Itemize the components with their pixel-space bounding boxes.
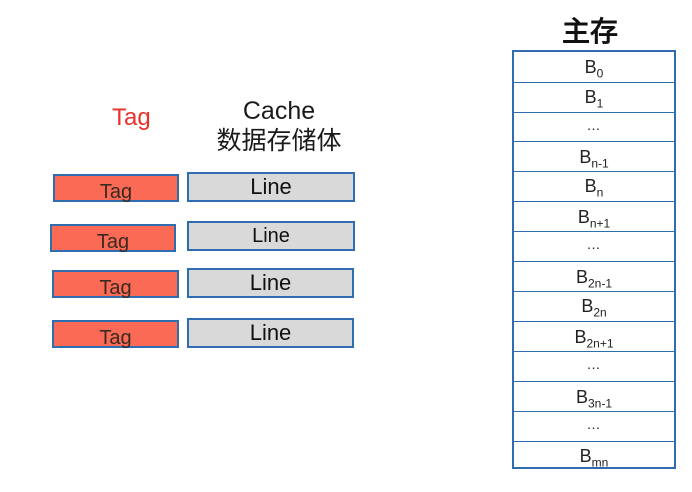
cache-title-line2: 数据存储体 — [216, 127, 342, 155]
main-memory-block-column: B0 B1 … Bn-1 Bn Bn+1 … B2n-1 B2n B2n+1 …… — [512, 50, 676, 470]
main-memory-title: 主存 — [561, 15, 618, 48]
line-box: Line — [187, 318, 354, 348]
tag-column-header: Tag — [112, 104, 151, 131]
memory-block: Bmn — [514, 441, 674, 470]
memory-block: B2n+1 — [514, 321, 674, 351]
memory-ellipsis: … — [514, 351, 674, 381]
tag-box: Tag — [52, 270, 179, 299]
tag-box: Tag — [50, 224, 176, 253]
memory-block: B0 — [584, 57, 604, 81]
memory-block: Bn — [514, 171, 674, 201]
tag-box: Tag — [53, 174, 179, 203]
memory-block: Bn+1 — [514, 201, 674, 231]
cache-title-line1: Cache — [242, 97, 316, 125]
cache-title: Cache 数据存储体 — [200, 96, 358, 156]
line-box: Line — [187, 268, 354, 298]
memory-ellipsis: … — [514, 112, 674, 141]
tag-box: Tag — [52, 320, 179, 349]
line-box: Line — [187, 221, 355, 251]
line-box: Line — [187, 172, 355, 202]
memory-block: B3n-1 — [514, 381, 674, 411]
memory-block: B2n-1 — [514, 261, 674, 291]
memory-block: B1 — [514, 82, 674, 112]
memory-block: B2n — [514, 291, 674, 321]
memory-ellipsis: … — [514, 231, 674, 261]
memory-ellipsis: … — [514, 411, 674, 441]
memory-block: Bn-1 — [514, 141, 674, 171]
